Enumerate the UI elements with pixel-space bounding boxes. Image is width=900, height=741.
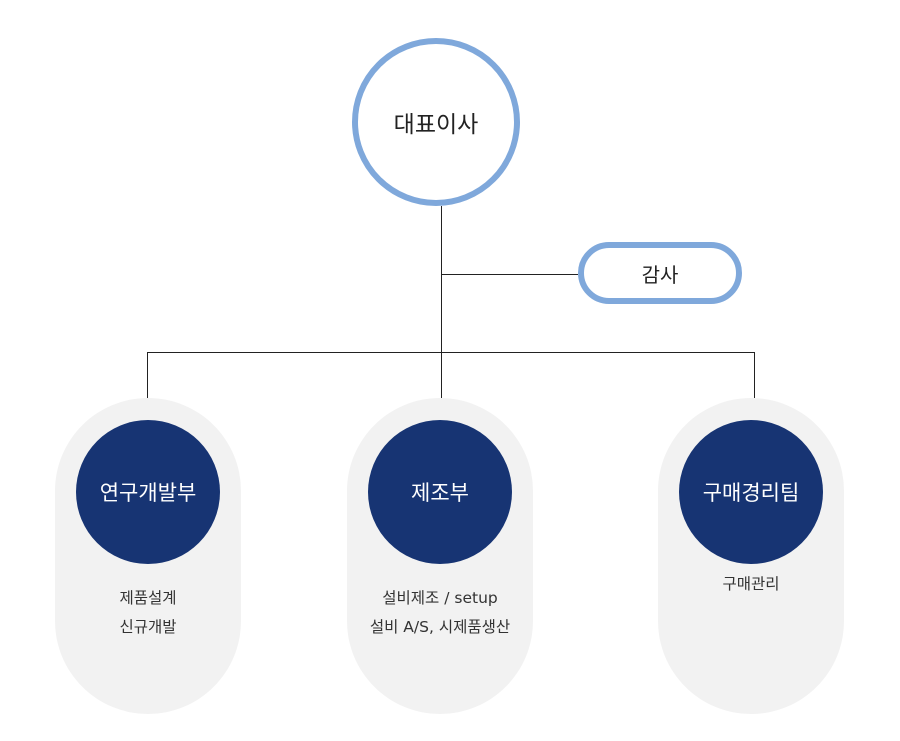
department-manufacturing-task: 설비제조 / setup	[382, 589, 498, 607]
rnd-drop-line	[147, 352, 148, 398]
department-manufacturing-card: 제조부 설비제조 / setup 설비 A/S, 시제품생산	[347, 398, 533, 714]
department-rnd-task: 제품설계	[119, 589, 177, 607]
department-manufacturing-name: 제조부	[411, 481, 469, 505]
department-manufacturing-node: 제조부	[368, 420, 512, 564]
department-rnd-card: 연구개발부 제품설계 신규개발	[55, 398, 241, 714]
ceo-node: 대표이사	[352, 38, 520, 206]
ceo-label: 대표이사	[393, 112, 479, 138]
department-rnd-node: 연구개발부	[76, 420, 220, 564]
department-purchasing-task: 구매관리	[722, 575, 780, 593]
audit-label: 감사	[641, 262, 679, 287]
department-rnd-task: 신규개발	[119, 618, 177, 636]
audit-branch-line	[441, 274, 578, 275]
department-manufacturing-task: 설비 A/S, 시제품생산	[369, 618, 511, 636]
ceo-trunk-line	[441, 206, 442, 398]
department-bus-line	[147, 352, 755, 353]
department-rnd-name: 연구개발부	[99, 481, 197, 505]
purchasing-drop-line	[754, 352, 755, 398]
department-manufacturing-tasks: 설비제조 / setup 설비 A/S, 시제품생산	[347, 584, 533, 642]
department-purchasing-card: 구매경리팀 구매관리	[658, 398, 844, 714]
department-purchasing-node: 구매경리팀	[679, 420, 823, 564]
audit-node: 감사	[578, 242, 742, 304]
department-purchasing-name: 구매경리팀	[702, 481, 800, 505]
department-purchasing-tasks: 구매관리	[658, 575, 844, 599]
department-rnd-tasks: 제품설계 신규개발	[55, 584, 241, 642]
